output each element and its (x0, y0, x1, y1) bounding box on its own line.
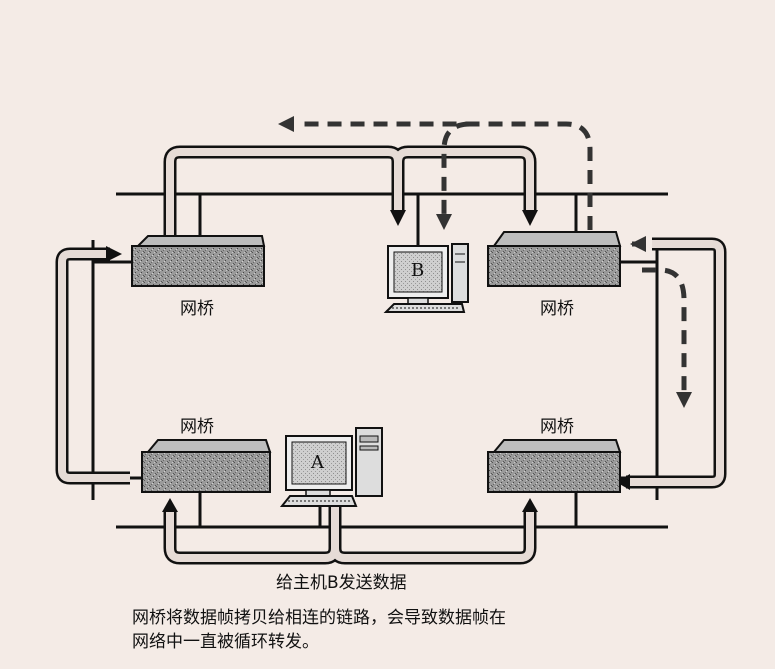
bridge-top-left-label: 网桥 (180, 299, 214, 319)
host-a-label: A (311, 452, 324, 473)
host-b-label: B (411, 260, 425, 281)
dashed-arrow-into-right (630, 236, 646, 252)
dashed-arrow-down-right (676, 392, 692, 408)
dashed-arrow-left (278, 116, 294, 132)
path-right-loop (626, 237, 727, 489)
arrow-up-left (162, 498, 178, 512)
bridge-bottom-left (141, 439, 272, 493)
bridge-top-right-label: 网桥 (540, 299, 574, 319)
bridge-top-left (131, 235, 266, 287)
dashed-arrowheads (278, 116, 692, 408)
dashed-arrow-down-center (436, 214, 452, 230)
arrow-up-right (522, 498, 538, 512)
arrow-into-top-left-bridge (106, 246, 122, 262)
arrow-down-to-b (390, 210, 406, 226)
caption-line-2: 网络中一直被循环转发。 (132, 632, 319, 652)
arrowheads (106, 210, 630, 512)
arrow-into-bottom-right-bridge (616, 474, 630, 490)
bridge-bottom-right-label: 网桥 (540, 417, 574, 437)
path-a-to-bottom-bridges (163, 500, 537, 565)
send-to-b-label: 给主机B发送数据 (276, 573, 407, 593)
forward-paths (55, 145, 727, 565)
caption-line-1: 网桥将数据帧拷贝给相连的链路，会导致数据帧在 (132, 608, 506, 628)
bridge-bottom-left-label: 网桥 (180, 417, 214, 437)
bridge-bottom-right (487, 439, 622, 493)
host-a-computer (279, 427, 383, 507)
path-left-loop (55, 247, 130, 485)
host-b-computer (383, 243, 469, 313)
arrow-down-to-top-right (522, 210, 538, 226)
bridge-top-right (487, 231, 622, 287)
